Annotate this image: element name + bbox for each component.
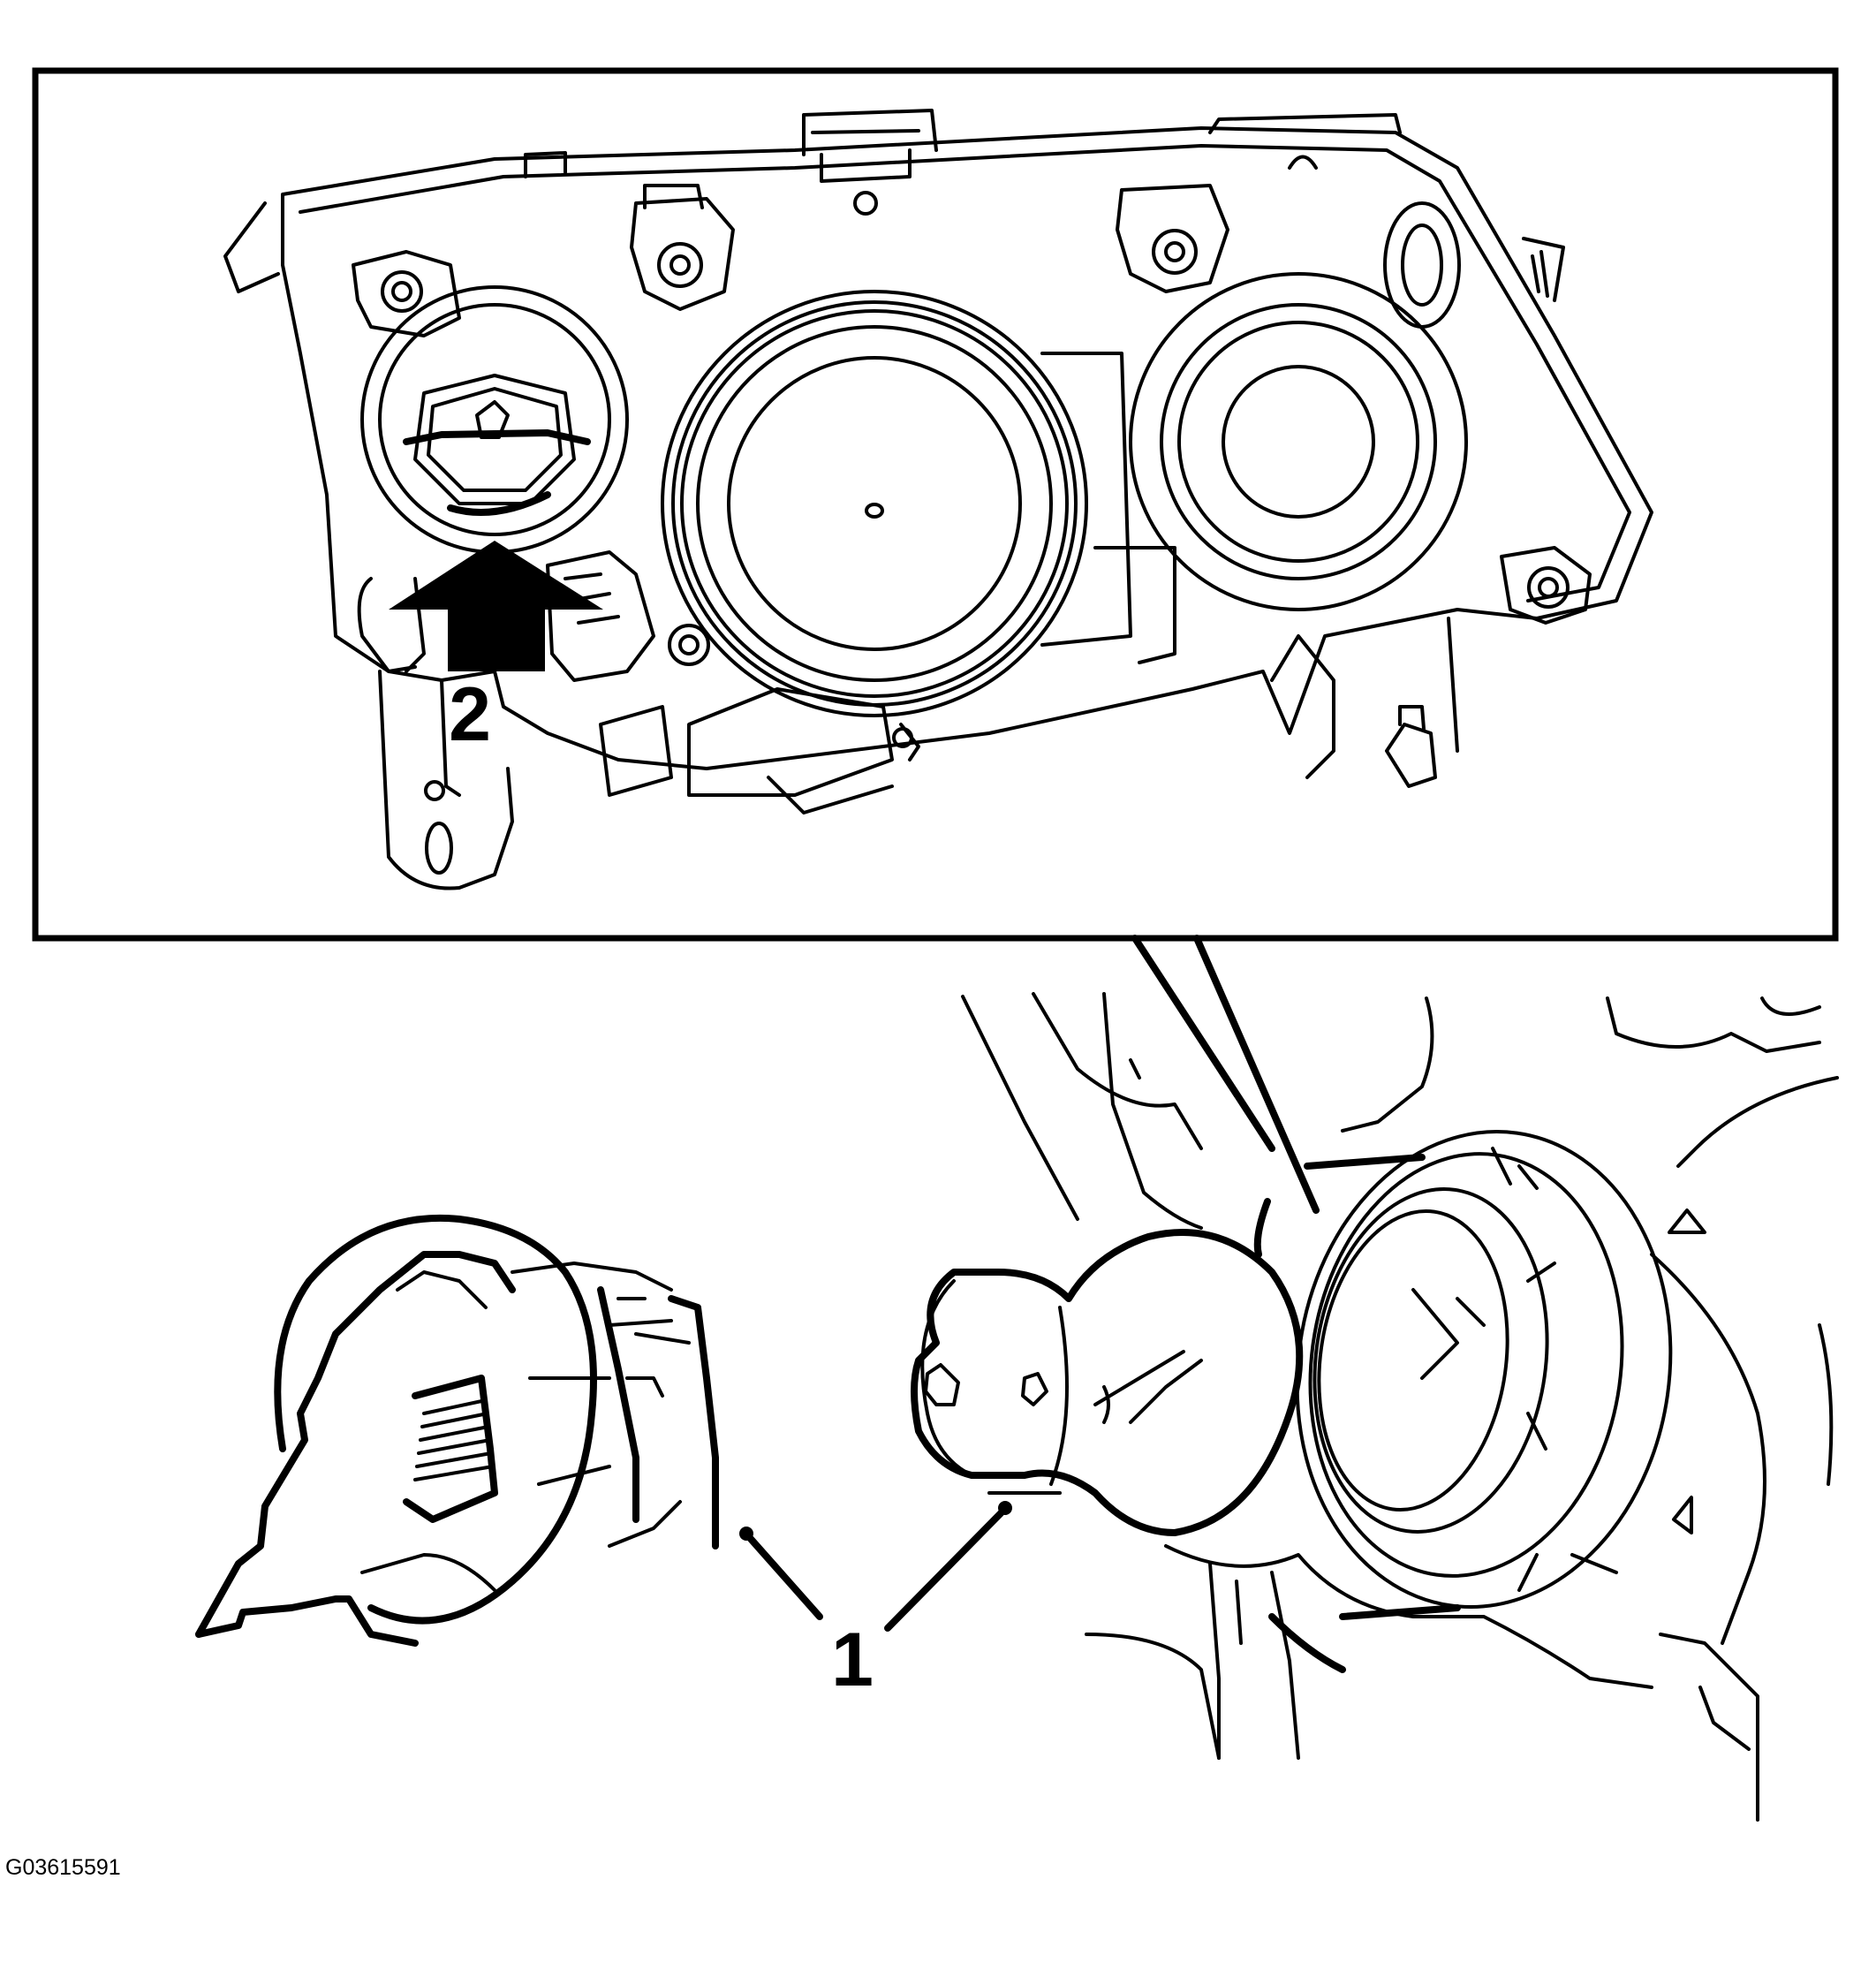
detail-inset: 2 <box>32 67 1839 942</box>
headlamp-housing <box>223 109 1653 890</box>
high-beam-lens <box>1129 272 1468 611</box>
inset-frame <box>32 67 1839 942</box>
direction-arrow-up-icon <box>389 541 603 671</box>
leader-1 <box>739 1501 1012 1632</box>
alignment-mark-bottom <box>1672 1496 1693 1534</box>
figure-id: G03615591 <box>5 1855 121 1880</box>
housing-bulb-receptacle <box>1253 1130 1706 1673</box>
callout-1: 1 <box>831 1618 874 1702</box>
mounting-bolt-right <box>1500 546 1592 625</box>
mounting-bolt-left <box>352 250 461 337</box>
mounting-bolt-top <box>630 184 735 311</box>
callout-2: 2 <box>449 672 491 757</box>
alignment-mark-top <box>1668 1209 1706 1234</box>
inset-pointer <box>1131 935 1320 1214</box>
mounting-bolt-lower <box>668 624 710 666</box>
mounting-bolt-right-top <box>1116 184 1229 293</box>
vehicle-body-lines <box>961 992 1839 1822</box>
bulb-socket <box>195 1214 719 1647</box>
indicator-bulb-socket <box>360 285 629 554</box>
main-view: 1 <box>195 992 1839 1822</box>
bulb <box>911 1229 1304 1536</box>
lower-mount-bracket <box>378 670 514 890</box>
